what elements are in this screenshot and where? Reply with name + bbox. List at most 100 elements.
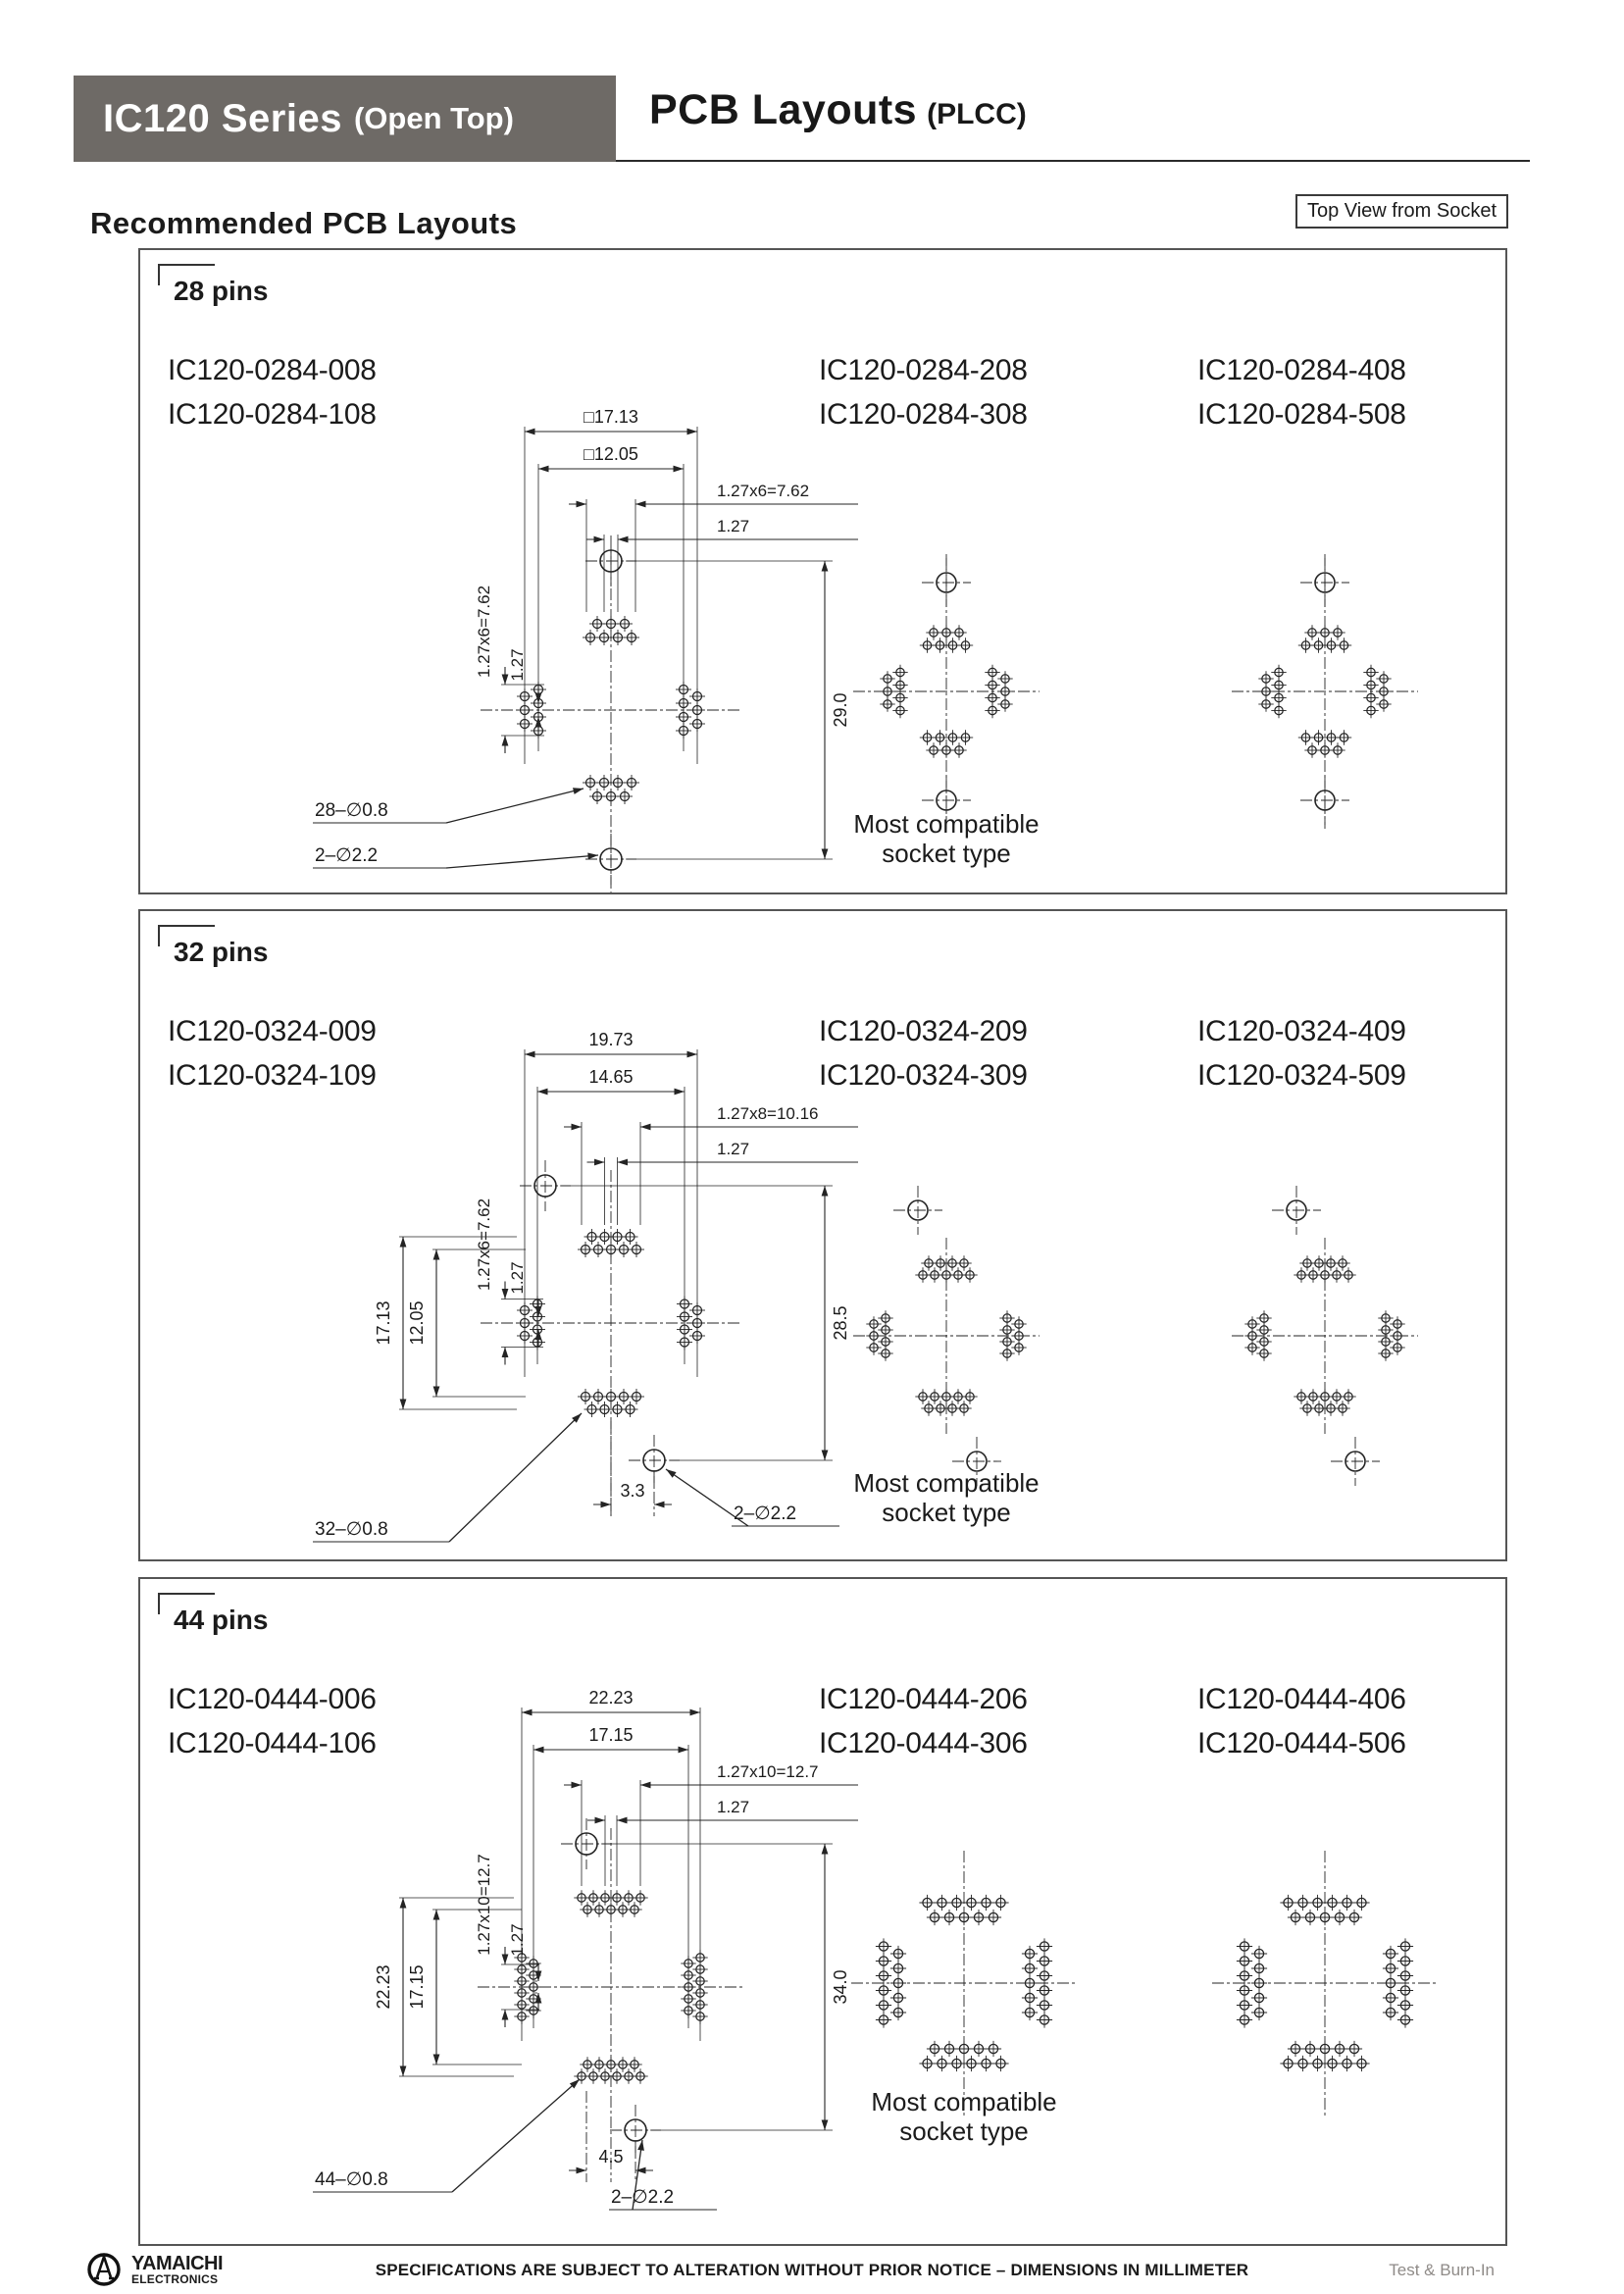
header-rule [616, 160, 1530, 162]
compatible-socket-caption: Most compatible socket type [787, 2087, 1141, 2146]
hole-spec-label: 28–∅0.8 [315, 800, 388, 821]
caption-line: Most compatible [853, 1468, 1040, 1498]
socket-pin-pattern [1232, 1186, 1418, 1486]
hole-spec-label: 2–∅2.2 [315, 845, 378, 866]
part-number: IC120-0324-109 [168, 1059, 377, 1092]
part-number-group: IC120-0284-208 IC120-0284-308 [819, 348, 1028, 436]
dim-label: 17.15 [407, 1964, 427, 2009]
caption-line: Most compatible [853, 809, 1040, 839]
part-number: IC120-0284-108 [168, 398, 377, 431]
hole-spec-label: 44–∅0.8 [315, 2169, 388, 2190]
dimensioned-drawing: 19.73 14.65 1.27x8=10.16 1.27 28.5 1.27x6=7.6… [313, 1030, 858, 1543]
pins-count-label: 32 pins [174, 937, 269, 967]
dim-label: 1.27 [508, 1923, 527, 1956]
part-number: IC120-0324-409 [1197, 1015, 1406, 1047]
caption-line: socket type [882, 1498, 1011, 1527]
part-number-group: IC120-0284-008 IC120-0284-108 [168, 348, 377, 436]
socket-pin-pattern [851, 1851, 1077, 2116]
corner-mark [158, 925, 215, 946]
dim-label: 1.27 [717, 517, 749, 535]
dim-label: 1.27x6=7.62 [717, 482, 809, 500]
dim-label: 1.27 [717, 1140, 749, 1158]
socket-pin-pattern [1212, 1851, 1438, 2116]
dimensioned-drawing: 22.23 17.15 1.27x10=12.7 1.27 34.0 1.27x10=12… [313, 1688, 858, 2211]
part-number: IC120-0444-006 [168, 1683, 377, 1715]
part-number: IC120-0284-508 [1197, 398, 1406, 431]
caption-line: socket type [899, 2116, 1029, 2146]
dim-label: 17.15 [588, 1725, 633, 1745]
dim-label: 1.27 [508, 1261, 527, 1294]
part-number: IC120-0444-406 [1197, 1683, 1406, 1715]
part-number: IC120-0324-509 [1197, 1059, 1406, 1092]
dim-label: 1.27x6=7.62 [475, 1198, 493, 1291]
series-subtitle: (Open Top) [353, 101, 514, 135]
series-title: IC120 Series [103, 96, 342, 140]
part-number: IC120-0324-009 [168, 1015, 377, 1047]
compatible-socket-caption: Most compatible socket type [770, 809, 1123, 868]
dim-label: 12.05 [407, 1300, 427, 1345]
dim-label: □17.13 [584, 407, 638, 427]
part-number: IC120-0444-506 [1197, 1727, 1406, 1759]
dim-label: 1.27x8=10.16 [717, 1104, 819, 1123]
dim-label: 1.27x10=12.7 [475, 1854, 493, 1956]
logo-text-1: YAMAICHI [131, 2253, 224, 2274]
dim-label: 3.3 [620, 1481, 644, 1501]
caption-line: Most compatible [871, 2087, 1057, 2116]
footer-notice: SPECIFICATIONS ARE SUBJECT TO ALTERATION… [375, 2261, 1249, 2279]
page-title: PCB Layouts (PLCC) [649, 86, 1027, 134]
yamaichi-logo: YAMAICHI ELECTRONICS [82, 2248, 224, 2291]
section-heading: Recommended PCB Layouts [90, 206, 518, 240]
part-number: IC120-0444-106 [168, 1727, 377, 1759]
part-number: IC120-0284-008 [168, 354, 377, 386]
dim-label: 22.23 [588, 1688, 633, 1708]
pins-count-label: 44 pins [174, 1605, 269, 1635]
part-number: IC120-0324-309 [819, 1059, 1028, 1092]
part-number-group: IC120-0444-206 IC120-0444-306 [819, 1677, 1028, 1765]
dim-label: 4.5 [598, 2147, 623, 2167]
dim-label: 17.13 [374, 1300, 393, 1345]
section-28-pins: 28 pins IC120-0284-008 IC120-0284-108 IC… [138, 248, 1507, 894]
socket-pin-pattern [853, 1186, 1040, 1486]
dim-label: 1.27x10=12.7 [717, 1762, 819, 1781]
dim-label: 1.27 [717, 1798, 749, 1816]
footer-category: Test & Burn-In [1389, 2261, 1495, 2279]
page-title-main: PCB Layouts [649, 86, 918, 133]
section-44-pins: 44 pins IC120-0444-006 IC120-0444-106 IC… [138, 1577, 1507, 2246]
pcb-layout-drawing-28: □17.13□12.051.27x6=7.621.2729.01.27x6=7.… [313, 407, 1418, 892]
part-number-group: IC120-0284-408 IC120-0284-508 [1197, 348, 1406, 436]
part-number-group: IC120-0324-209 IC120-0324-309 [819, 1009, 1028, 1097]
caption-line: socket type [882, 839, 1011, 868]
hole-spec-label: 2–∅2.2 [611, 2187, 674, 2208]
dim-label: 19.73 [588, 1030, 633, 1049]
part-number-group: IC120-0324-409 IC120-0324-509 [1197, 1009, 1406, 1097]
part-number: IC120-0284-208 [819, 354, 1028, 386]
logo-text-2: ELECTRONICS [131, 2272, 219, 2286]
header-bar: IC120 Series (Open Top) [74, 76, 616, 162]
part-number: IC120-0324-209 [819, 1015, 1028, 1047]
part-number-group: IC120-0324-009 IC120-0324-109 [168, 1009, 377, 1097]
corner-mark [158, 1593, 215, 1614]
dim-label: 1.27x6=7.62 [475, 586, 493, 678]
socket-pin-pattern [1232, 554, 1418, 829]
dim-label: 1.27 [508, 648, 527, 681]
hole-spec-label: 32–∅0.8 [315, 1519, 388, 1540]
part-number: IC120-0444-206 [819, 1683, 1028, 1715]
compatible-socket-caption: Most compatible socket type [770, 1468, 1123, 1527]
view-note-badge: Top View from Socket [1294, 194, 1508, 229]
dim-label: 29.0 [831, 692, 850, 727]
corner-mark [158, 264, 215, 285]
part-number: IC120-0284-308 [819, 398, 1028, 431]
page-title-note: (PLCC) [927, 98, 1027, 130]
yamaichi-logo-icon [87, 2252, 121, 2286]
part-number-group: IC120-0444-406 IC120-0444-506 [1197, 1677, 1406, 1765]
part-number: IC120-0284-408 [1197, 354, 1406, 386]
section-32-pins: 32 pins IC120-0324-009 IC120-0324-109 IC… [138, 909, 1507, 1561]
part-number: IC120-0444-306 [819, 1727, 1028, 1759]
dim-label: 22.23 [374, 1964, 393, 2009]
dim-label: 14.65 [588, 1067, 633, 1087]
dim-label: 28.5 [831, 1305, 850, 1340]
pins-count-label: 28 pins [174, 276, 269, 306]
dim-label: 34.0 [831, 1969, 850, 2004]
part-number-group: IC120-0444-006 IC120-0444-106 [168, 1677, 377, 1765]
